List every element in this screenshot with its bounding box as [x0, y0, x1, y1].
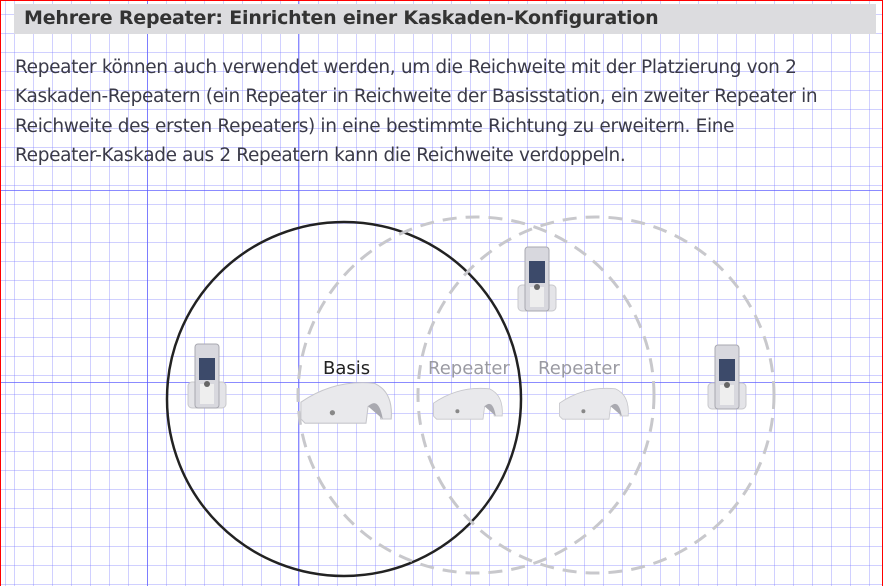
section-title: Mehrere Repeater: Einrichten einer Kaska…: [24, 7, 659, 29]
repeater1-range-circle: [296, 215, 656, 575]
repeater1-label: Repeater: [428, 358, 510, 379]
repeater2-range-circle: [416, 215, 776, 575]
body-paragraph: Repeater können auch verwendet werden, u…: [15, 53, 883, 170]
grid-line: [298, 0, 299, 586]
repeater2-label: Repeater: [538, 358, 620, 379]
paragraph-line: Repeater-Kaskade aus 2 Repeatern kann di…: [15, 144, 626, 166]
paragraph-line: Repeater können auch verwendet werden, u…: [15, 57, 797, 78]
base-range-circle: [165, 220, 523, 578]
section-header: [14, 4, 876, 34]
paragraph-line: Reichweite des ersten Repeaters) in eine…: [15, 115, 735, 137]
base-label: Basis: [323, 358, 371, 379]
grid-line: [0, 382, 883, 383]
paragraph-line: Kaskaden-Repeatern (ein Repeater in Reic…: [15, 86, 818, 108]
grid-line: [147, 0, 148, 586]
grid-line: [0, 190, 883, 191]
